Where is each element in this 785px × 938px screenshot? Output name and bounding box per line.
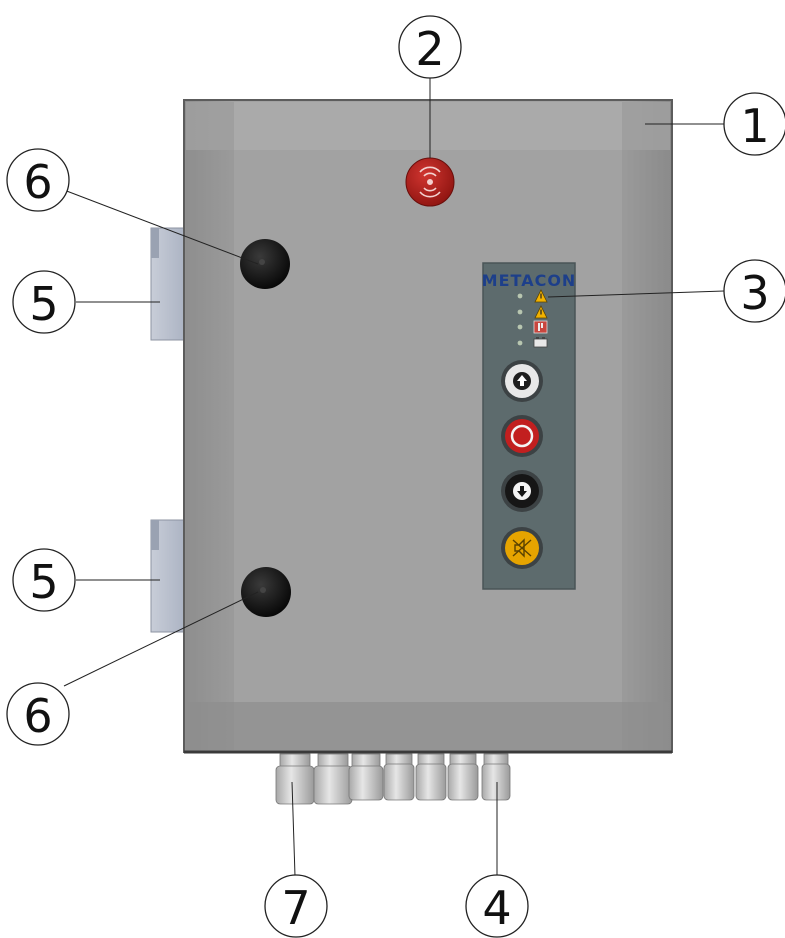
up-arrow-button[interactable] [501, 360, 543, 402]
cable-gland [313, 753, 353, 805]
callout-7-label: 7 [281, 881, 310, 935]
callout-5a-label: 5 [29, 277, 58, 331]
alarm-beacon [405, 157, 455, 207]
callout-2-label: 2 [415, 22, 444, 76]
enclosure-body [183, 99, 673, 754]
wireless-icon [419, 166, 441, 198]
mute-alarm-button[interactable] [501, 527, 543, 569]
door-lock-knob-upper [240, 239, 290, 289]
battery-icon [533, 337, 548, 348]
status-indicators [517, 289, 548, 348]
callout-5a: 5 [12, 270, 76, 334]
cable-gland [481, 753, 511, 801]
warning-triangle-icon [534, 289, 548, 303]
brand-logo: METACON [482, 271, 577, 290]
arrow-down-icon [517, 486, 527, 497]
down-arrow-button[interactable] [501, 470, 543, 512]
callout-4-label: 4 [482, 881, 511, 935]
warning-triangle-icon [534, 305, 548, 319]
leader-lines [63, 78, 725, 877]
arrow-up-icon [517, 375, 527, 386]
hinge-lower [150, 519, 188, 633]
callout-3-label: 3 [740, 266, 769, 320]
hinge-upper [150, 227, 188, 341]
speaker-mute-icon [512, 538, 532, 558]
callout-6b-label: 6 [23, 689, 52, 743]
callout-7: 7 [264, 874, 328, 938]
cable-gland [275, 753, 315, 805]
callout-1: 1 [723, 92, 785, 156]
callout-2: 2 [398, 15, 462, 79]
callout-5b: 5 [12, 548, 76, 612]
callout-4: 4 [465, 874, 529, 938]
door-lock-knob-lower [241, 567, 291, 617]
cable-gland [383, 753, 415, 801]
cable-gland [415, 753, 447, 801]
callout-6a-label: 6 [23, 155, 52, 209]
callout-1-label: 1 [740, 99, 769, 153]
callout-3: 3 [723, 259, 785, 323]
control-panel: METACON [482, 262, 577, 590]
motor-fault-icon [533, 320, 548, 334]
stop-button[interactable] [501, 415, 543, 457]
callout-5b-label: 5 [29, 555, 58, 609]
cable-gland [348, 753, 384, 801]
callout-6a: 6 [6, 148, 70, 212]
cable-gland [447, 753, 479, 801]
callout-6b: 6 [6, 682, 70, 746]
cable-glands [275, 753, 511, 805]
